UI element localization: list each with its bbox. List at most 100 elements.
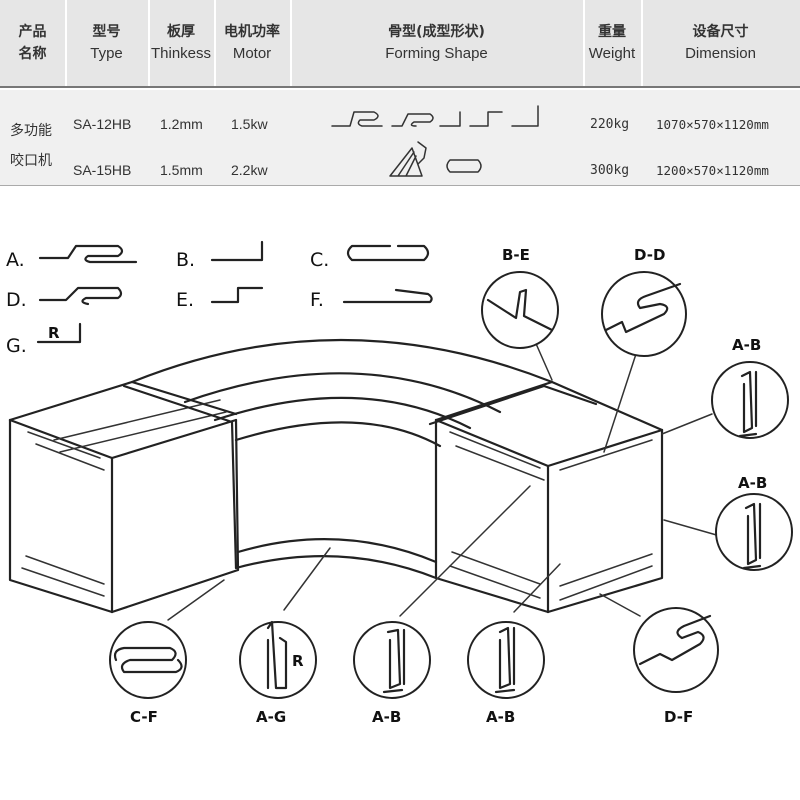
profile-e-label: E. [176, 289, 194, 311]
callout-circle [353, 621, 431, 699]
callout-dd: D-D [601, 246, 687, 357]
callout-ab3-label: A-B [372, 708, 401, 726]
callout-ag: R A-G [239, 620, 317, 726]
row2-weight: 300kg [590, 163, 630, 178]
row1-motor: 1.5kw [231, 116, 268, 132]
callout-ab1-label: A-B [732, 336, 761, 354]
header-cn: 板厚 [167, 24, 195, 40]
callout-circle [239, 621, 317, 699]
leader-cf [167, 579, 225, 621]
left-section-top-ribs [53, 399, 227, 453]
callout-circle [467, 621, 545, 699]
leader-ab4 [513, 563, 561, 613]
header-en: Thinkess [150, 45, 212, 62]
callout-df: D-F [633, 607, 719, 726]
right-section-right-face [546, 428, 664, 614]
row1-dimension: 1070×570×1120mm [656, 117, 769, 132]
callout-ag-label: A-G [256, 708, 286, 726]
header-dimension: 设备尺寸 Dimension [641, 0, 800, 86]
callout-circle [633, 607, 719, 693]
product-name-line1: 多功能 [10, 123, 52, 139]
callout-ab4: A-B [467, 621, 545, 726]
header-en: Dimension [685, 45, 756, 62]
header-en: Type [90, 45, 123, 62]
callout-ab3: A-B [353, 621, 431, 726]
leader-dd [603, 353, 637, 453]
elbow-bottom-arc2 [234, 555, 438, 580]
right-strap [428, 384, 598, 426]
profile-g-label: G. [6, 335, 27, 357]
shape-curve-mini [389, 147, 423, 177]
callout-ag-mark: R [292, 652, 304, 670]
duct-elbow [8, 338, 664, 614]
callout-ab4-label: A-B [486, 708, 515, 726]
elbow-bottom-arc [236, 538, 438, 564]
elbow-top-outer-arc [130, 338, 554, 384]
header-forming-shape: 骨型(成型形状) Forming Shape [290, 0, 583, 86]
left-section-top-edge [8, 380, 238, 422]
leader-ag [283, 547, 331, 611]
profile-c-label: C. [310, 249, 329, 271]
right-section-side-ribs [559, 439, 653, 601]
leader-df [599, 593, 641, 617]
row2-dimension: 1200×570×1120mm [656, 163, 769, 178]
shape-e-mini [469, 111, 503, 127]
table-header-row [0, 0, 800, 86]
table-bottom-line [0, 185, 800, 186]
forming-shapes-drawing [331, 105, 539, 177]
profile-legend: A. B. C. D. E. F. G. R [6, 240, 433, 357]
shape-a-mini [331, 111, 383, 127]
seam-cf-icon [113, 646, 183, 674]
duct-elbow-diagram: A. B. C. D. E. F. G. R [6, 240, 793, 726]
profile-a-shape [38, 244, 138, 264]
left-section-ribs [21, 431, 105, 597]
callout-ab2-label: A-B [738, 474, 767, 492]
header-cn: 设备尺寸 [692, 24, 749, 40]
seam-ab2-icon [742, 502, 762, 570]
left-section-front-left [8, 418, 114, 614]
profile-a-label: A. [6, 249, 25, 271]
profile-e-shape [210, 286, 264, 304]
profile-g-shape [36, 322, 82, 344]
header-en: Weight [588, 45, 636, 62]
leader-ab2 [663, 519, 721, 537]
product-name-line2: 咬口机 [10, 153, 52, 169]
row1-weight: 220kg [590, 117, 630, 132]
right-section-ribs [449, 431, 545, 599]
header-en: Motor [232, 45, 272, 62]
header-product-name: 产品 名称 [0, 0, 65, 86]
left-section-bottom [110, 568, 240, 614]
header-type: 型号 Type [65, 0, 148, 86]
profile-b-label: B. [176, 249, 195, 271]
shape-bend-mini [417, 141, 427, 165]
right-section-top-edge [434, 380, 664, 432]
table-divider [0, 86, 800, 88]
elbow-top-inner-arc3 [234, 421, 442, 448]
header-cn: 电机功率 [224, 24, 280, 40]
profile-d-label: D. [6, 289, 27, 311]
leader-ab3 [399, 485, 531, 617]
seam-be-icon [486, 288, 554, 332]
left-section-top-front [110, 418, 238, 460]
left-section-front-face [8, 418, 114, 614]
header-weight: 重量 Weight [583, 0, 641, 86]
seam-ab3-icon [382, 628, 406, 694]
header-en: Forming Shape [385, 45, 488, 62]
header-cn: 重量 [598, 24, 626, 40]
callout-dd-label: D-D [634, 246, 665, 264]
profile-b-shape [210, 240, 264, 262]
callout-be: B-E [481, 246, 559, 349]
left-section-seam [234, 418, 240, 572]
row2-thickness: 1.5mm [160, 162, 203, 178]
header-thickness: 板厚 Thinkess [148, 0, 214, 86]
seam-df-icon [638, 614, 712, 666]
callout-be-label: B-E [502, 246, 530, 264]
right-section-left-face [434, 418, 550, 614]
row1-thickness: 1.2mm [160, 116, 203, 132]
seam-ag-icon [266, 620, 288, 690]
callout-cf: C-F [109, 621, 187, 726]
elbow-top-inner-arc2 [213, 396, 472, 430]
seam-dd-icon [604, 282, 682, 334]
profile-f-shape [342, 288, 433, 304]
shape-b-mini [439, 111, 461, 127]
